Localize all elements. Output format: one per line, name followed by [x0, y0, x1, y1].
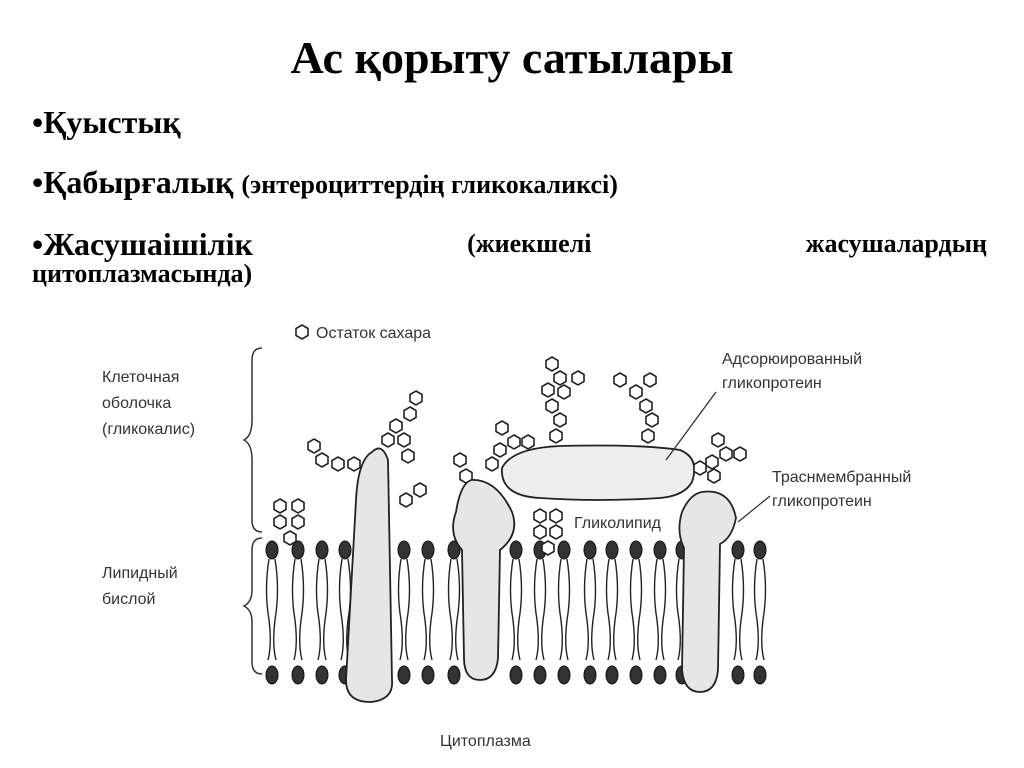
- sugar-legend-label: Остаток сахара: [316, 325, 431, 342]
- cell-coat-label-2: оболочка: [102, 395, 171, 412]
- adsorbed-label-2: гликопротеин: [722, 375, 822, 392]
- bullet-marker: •: [32, 164, 44, 200]
- cell-coat-label-3: (гликокалис): [102, 421, 195, 438]
- bullet-note-part-1: (жиекшелі: [467, 229, 592, 258]
- transmembrane-label-1: Траснмембранный: [772, 469, 911, 486]
- bullet-main-text: Қабырғалық: [43, 164, 234, 200]
- cell-coat-brace: [242, 347, 263, 533]
- bullet-cavity: •Қуыстық: [32, 103, 181, 141]
- transmembrane-protein-right: [678, 490, 737, 693]
- bullet-note-part-2: жасушалардың: [805, 229, 987, 258]
- slide-title: Ас қорыту сатылары: [290, 32, 734, 83]
- lipid-bilayer-brace: [242, 537, 263, 675]
- lipid-bilayer-label-1: Липидный: [102, 565, 178, 582]
- transmembrane-label-2: гликопротеин: [772, 493, 872, 510]
- adsorbed-glycoprotein: [501, 444, 696, 501]
- transmembrane-leader: [737, 495, 771, 523]
- glycolipid-label: Гликолипид: [574, 515, 662, 532]
- bullet-parietal: •Қабырғалық (энтероциттердің гликокаликс…: [32, 163, 618, 204]
- bullet-note-continuation: цитоплазмасында): [32, 259, 253, 288]
- membrane-diagram: Остаток сахара Клеточная оболочка (глико…: [102, 324, 911, 750]
- cytoplasm-label: Цитоплазма: [440, 733, 531, 750]
- transmembrane-protein-middle: [452, 479, 516, 681]
- lipid-bilayer-label-2: бислой: [102, 591, 155, 608]
- bullet-main-text: Қуыстық: [43, 104, 181, 140]
- bullet-marker: •: [32, 226, 44, 262]
- adsorbed-leader: [665, 391, 717, 461]
- bullet-note: (энтероциттердің гликокаликсі): [241, 170, 618, 199]
- transmembrane-protein-left: [345, 447, 393, 703]
- cell-coat-label-1: Клеточная: [102, 369, 179, 386]
- adsorbed-label-1: Адсорюированный: [722, 351, 862, 368]
- bullet-intracellular: •Жасушаішілік (жиекшелі жасушалардың цит…: [32, 225, 987, 293]
- bullet-main-text: Жасушаішілік: [43, 226, 253, 262]
- bullet-marker: •: [32, 104, 44, 140]
